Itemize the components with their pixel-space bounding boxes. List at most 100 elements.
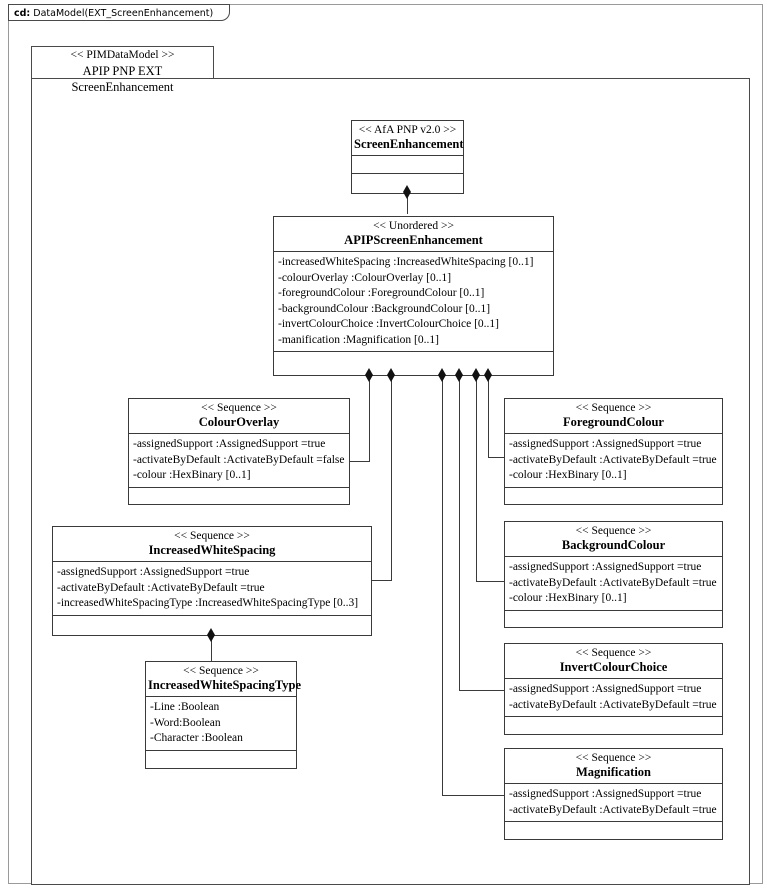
class-attribute: -activateByDefault :ActivateByDefault =t… bbox=[509, 576, 717, 589]
class-attribute: -assignedSupport :AssignedSupport =true bbox=[133, 438, 326, 450]
class-increasedwhitespacingtype-stereotype: << Sequence >> bbox=[183, 665, 259, 677]
class-attribute: -colourOverlay :ColourOverlay [0..1] bbox=[278, 271, 452, 284]
class-invertcolourchoice-header: << Sequence >> InvertColourChoice bbox=[505, 644, 722, 679]
class-apipscreenenhancement-name: APIPScreenEnhancement bbox=[344, 233, 483, 247]
class-attribute: -colour :HexBinary [0..1] bbox=[509, 469, 627, 481]
class-magnification-header: << Sequence >> Magnification bbox=[505, 749, 722, 784]
class-screenenhancement-name: ScreenEnhancement bbox=[354, 137, 464, 151]
class-apipscreenenhancement-stereotype: << Unordered >> bbox=[373, 220, 454, 232]
class-invertcolourchoice-attributes: -assignedSupport :AssignedSupport =true … bbox=[505, 679, 722, 717]
class-attribute: -increasedWhiteSpacing :IncreasedWhiteSp… bbox=[278, 256, 534, 268]
class-apipscreenenhancement[interactable]: << Unordered >> APIPScreenEnhancement -i… bbox=[273, 216, 554, 376]
class-magnification-stereotype: << Sequence >> bbox=[575, 752, 652, 764]
class-colouroverlay-attributes: -assignedSupport :AssignedSupport =true … bbox=[129, 434, 349, 488]
class-invertcolourchoice-stereotype: << Sequence >> bbox=[575, 647, 652, 659]
connector-apip-invertcolourchoice-h bbox=[459, 690, 504, 691]
package-stereotype: << PIMDataModel >> bbox=[70, 49, 175, 61]
composition-diamond-increasedwhitespacing bbox=[387, 368, 395, 382]
composition-diamond-backgroundcolour bbox=[472, 368, 480, 382]
class-foregroundcolour-header: << Sequence >> ForegroundColour bbox=[505, 399, 722, 434]
diagram-frame-label: cd: DataModel(EXT_ScreenEnhancement) bbox=[8, 4, 231, 21]
class-attribute: -activateByDefault :ActivateByDefault =t… bbox=[509, 453, 717, 466]
class-attribute: -increasedWhiteSpacingType :IncreasedWhi… bbox=[57, 597, 359, 609]
connector-apip-increasedwhitespacing-v bbox=[391, 376, 392, 580]
class-attribute: -assignedSupport :AssignedSupport =true bbox=[509, 683, 702, 695]
class-attribute: -assignedSupport :AssignedSupport =true bbox=[509, 438, 702, 450]
class-screenenhancement-stereotype: << AfA PNP v2.0 >> bbox=[358, 124, 457, 136]
class-attribute: -assignedSupport :AssignedSupport =true bbox=[57, 566, 250, 578]
class-screenenhancement[interactable]: << AfA PNP v2.0 >> ScreenEnhancement bbox=[351, 120, 464, 194]
class-attribute: -activateByDefault :ActivateByDefault =t… bbox=[509, 698, 717, 711]
class-colouroverlay-operations bbox=[129, 488, 349, 504]
class-backgroundcolour-stereotype: << Sequence >> bbox=[575, 525, 652, 537]
class-foregroundcolour[interactable]: << Sequence >> ForegroundColour -assigne… bbox=[504, 398, 723, 505]
class-increasedwhitespacingtype[interactable]: << Sequence >> IncreasedWhiteSpacingType… bbox=[145, 661, 302, 769]
connector-apip-backgroundcolour-h bbox=[476, 581, 504, 582]
class-attribute: -backgroundColour :BackgroundColour [0..… bbox=[278, 302, 491, 315]
class-attribute: -foregroundColour :ForegroundColour [0..… bbox=[278, 287, 485, 299]
class-backgroundcolour-attributes: -assignedSupport :AssignedSupport =true … bbox=[505, 557, 722, 611]
composition-diamond-magnification bbox=[438, 368, 446, 382]
class-increasedwhitespacing-header: << Sequence >> IncreasedWhiteSpacing bbox=[53, 527, 371, 562]
diagram-frame-label-prefix: cd: bbox=[14, 8, 31, 19]
class-increasedwhitespacingtype-name: IncreasedWhiteSpacingType bbox=[148, 678, 302, 692]
class-attribute: -activateByDefault :ActivateByDefault =t… bbox=[509, 803, 717, 816]
class-attribute: -manification :Magnification [0..1] bbox=[278, 333, 439, 346]
composition-diamond-screenenhancement bbox=[403, 185, 411, 199]
class-attribute: -activateByDefault :ActivateByDefault =f… bbox=[133, 453, 345, 466]
connector-apip-colouroverlay-v bbox=[369, 376, 370, 461]
connector-apip-foregroundcolour-h bbox=[488, 457, 504, 458]
package-name: APIP PNP EXT ScreenEnhancement bbox=[71, 64, 174, 94]
class-colouroverlay[interactable]: << Sequence >> ColourOverlay -assignedSu… bbox=[128, 398, 350, 505]
class-increasedwhitespacingtype-attributes: -Line :Boolean -Word:Boolean -Character … bbox=[146, 697, 296, 751]
class-increasedwhitespacing-operations bbox=[53, 616, 371, 632]
class-increasedwhitespacingtype-operations bbox=[146, 751, 296, 767]
connector-apip-invertcolourchoice-v bbox=[459, 376, 460, 690]
connector-apip-backgroundcolour-v bbox=[476, 376, 477, 581]
composition-diamond-increasedwhitespacingtype bbox=[207, 628, 215, 642]
class-screenenhancement-header: << AfA PNP v2.0 >> ScreenEnhancement bbox=[352, 121, 464, 156]
class-increasedwhitespacing[interactable]: << Sequence >> IncreasedWhiteSpacing -as… bbox=[52, 526, 372, 636]
class-backgroundcolour-header: << Sequence >> BackgroundColour bbox=[505, 522, 722, 557]
package-tab: << PIMDataModel >> APIP PNP EXT ScreenEn… bbox=[31, 46, 214, 94]
class-magnification-name: Magnification bbox=[576, 765, 651, 779]
class-attribute: -colour :HexBinary [0..1] bbox=[509, 592, 627, 604]
class-backgroundcolour[interactable]: << Sequence >> BackgroundColour -assigne… bbox=[504, 521, 723, 628]
class-magnification[interactable]: << Sequence >> Magnification -assignedSu… bbox=[504, 748, 723, 840]
class-increasedwhitespacing-name: IncreasedWhiteSpacing bbox=[148, 543, 276, 557]
class-invertcolourchoice-operations bbox=[505, 717, 722, 733]
class-foregroundcolour-stereotype: << Sequence >> bbox=[575, 402, 652, 414]
composition-diamond-foregroundcolour bbox=[484, 368, 492, 382]
composition-diamond-invertcolourchoice bbox=[455, 368, 463, 382]
class-attribute: -Character :Boolean bbox=[150, 732, 243, 744]
class-attribute: -colour :HexBinary [0..1] bbox=[133, 469, 251, 481]
class-screenenhancement-attributes bbox=[352, 156, 463, 174]
class-increasedwhitespacing-attributes: -assignedSupport :AssignedSupport =true … bbox=[53, 562, 371, 616]
class-colouroverlay-name: ColourOverlay bbox=[198, 415, 280, 429]
class-apipscreenenhancement-operations bbox=[274, 352, 553, 368]
connector-apip-increasedwhitespacing-h bbox=[372, 580, 392, 581]
diagram-frame-label-text: DataModel(EXT_ScreenEnhancement) bbox=[33, 8, 214, 19]
class-colouroverlay-stereotype: << Sequence >> bbox=[201, 402, 277, 414]
composition-diamond-colouroverlay bbox=[365, 368, 373, 382]
class-attribute: -assignedSupport :AssignedSupport =true bbox=[509, 788, 702, 800]
class-magnification-operations bbox=[505, 822, 722, 838]
class-foregroundcolour-operations bbox=[505, 488, 722, 504]
class-attribute: -activateByDefault :ActivateByDefault =t… bbox=[57, 581, 265, 594]
class-invertcolourchoice[interactable]: << Sequence >> InvertColourChoice -assig… bbox=[504, 643, 723, 735]
class-increasedwhitespacingtype-header: << Sequence >> IncreasedWhiteSpacingType bbox=[146, 662, 302, 697]
class-colouroverlay-header: << Sequence >> ColourOverlay bbox=[129, 399, 349, 434]
class-attribute: -Line :Boolean bbox=[150, 701, 220, 713]
class-apipscreenenhancement-header: << Unordered >> APIPScreenEnhancement bbox=[274, 217, 553, 252]
class-backgroundcolour-name: BackgroundColour bbox=[561, 538, 666, 552]
connector-apip-colouroverlay-h bbox=[350, 461, 370, 462]
connector-screenenhancement-apip bbox=[407, 194, 408, 214]
class-increasedwhitespacing-stereotype: << Sequence >> bbox=[174, 530, 250, 542]
class-attribute: -assignedSupport :AssignedSupport =true bbox=[509, 561, 702, 573]
class-foregroundcolour-attributes: -assignedSupport :AssignedSupport =true … bbox=[505, 434, 722, 488]
connector-iws-iwstype bbox=[211, 636, 212, 661]
class-magnification-attributes: -assignedSupport :AssignedSupport =true … bbox=[505, 784, 722, 822]
class-attribute: -Word:Boolean bbox=[150, 716, 221, 729]
class-attribute: -invertColourChoice :InvertColourChoice … bbox=[278, 318, 500, 330]
